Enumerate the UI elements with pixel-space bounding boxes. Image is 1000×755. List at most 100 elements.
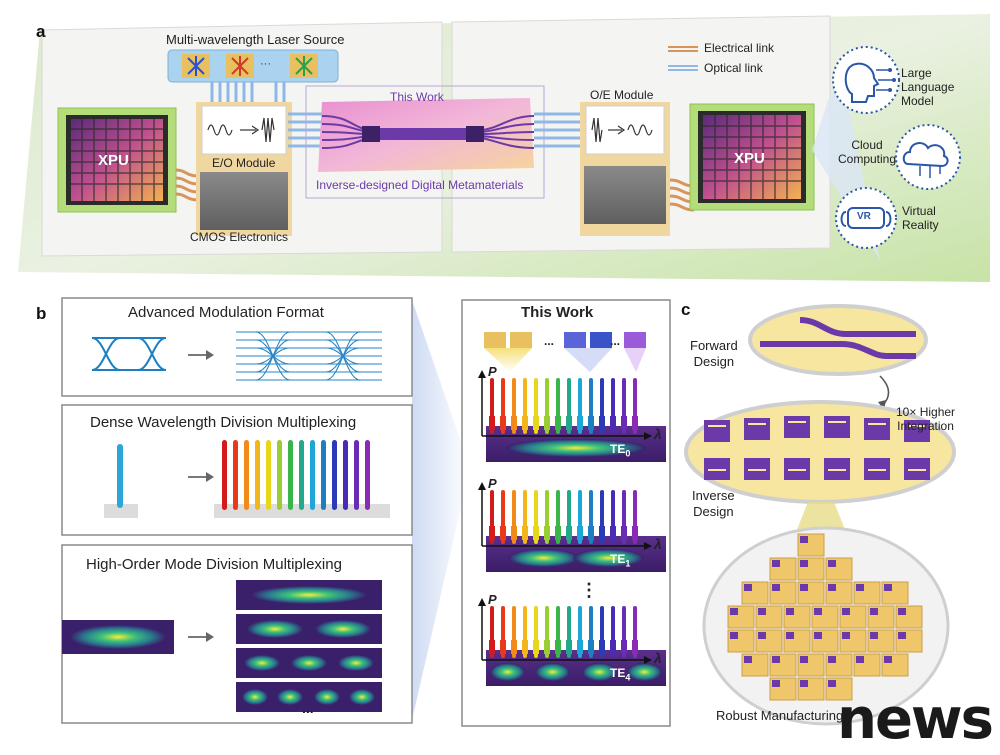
die-device: [842, 608, 850, 615]
optical-link-label: Optical link: [704, 61, 763, 75]
die-device: [730, 632, 738, 639]
simple-eye-diagram: [91, 337, 167, 371]
wavelength-channel-base: [544, 416, 550, 430]
modulation-arrow: [188, 350, 214, 360]
this-work-label-a: This Work: [390, 90, 444, 104]
oe-module-label: O/E Module: [590, 88, 654, 102]
head-circuit-icon: [832, 46, 900, 114]
wavelength-channel-base: [489, 416, 495, 430]
x-axis-arrowhead: [644, 656, 652, 664]
wafer: [702, 526, 950, 726]
mode-lobe: [535, 663, 571, 681]
wavelength-channel-base: [621, 416, 627, 430]
wavelength-channel-base: [522, 526, 528, 540]
eo-module-label: E/O Module: [212, 156, 276, 170]
panel-a: [18, 14, 990, 282]
wavelength-channel-base: [599, 416, 605, 430]
die-device: [814, 608, 822, 615]
wavelength-channel-base: [566, 526, 572, 540]
mdm-more: ...: [302, 700, 314, 716]
top-dots: ...: [544, 334, 555, 348]
x-axis-arrowhead: [644, 432, 652, 440]
single-wavelength-fiber: [104, 444, 138, 518]
eo-module: [196, 102, 292, 236]
dwdm-title: Dense Wavelength Division Multiplexing: [90, 414, 357, 431]
y-axis-arrowhead: [478, 482, 486, 490]
cloud-circuit-icon: [895, 124, 961, 190]
wavelength-channel-base: [566, 416, 572, 430]
die-device: [898, 608, 906, 615]
die-device: [828, 680, 836, 687]
laser-source: [167, 49, 339, 83]
die-device: [800, 656, 808, 663]
electrical-link-label: Electrical link: [704, 41, 775, 55]
die-device: [800, 584, 808, 591]
mode-lobe: [581, 663, 617, 681]
laser-dots: ···: [260, 58, 271, 70]
xpu-left: [57, 107, 177, 213]
wavelength-channel-base: [500, 640, 506, 654]
y-axis-arrowhead: [478, 598, 486, 606]
wavelength-channel-base: [533, 640, 539, 654]
forward-design-ellipse: [748, 304, 928, 376]
panel-a-letter: a: [36, 22, 46, 41]
mode-lobe: [626, 663, 662, 681]
die-device: [870, 632, 878, 639]
die-device: [730, 608, 738, 615]
wavelength-channel-base: [511, 416, 517, 430]
cmos-label: CMOS Electronics: [190, 230, 289, 244]
axis-p-label: P: [488, 364, 497, 379]
wavelength-channel-base: [599, 526, 605, 540]
wavelength-channel-base: [533, 416, 539, 430]
die-device: [786, 632, 794, 639]
wavelength-channel-base: [489, 640, 495, 654]
modulation-title: Advanced Modulation Format: [128, 304, 324, 321]
modes-vdots: ⋮: [580, 580, 598, 600]
wavelength-channel-base: [522, 640, 528, 654]
tw-sources: [484, 332, 646, 372]
vr-headset-icon: [835, 187, 897, 249]
wavelength-channel-base: [632, 416, 638, 430]
axis-lambda-label: λ: [654, 650, 662, 666]
optical-links-right: [534, 112, 586, 148]
single-mode-profile: [62, 620, 174, 654]
die-device: [828, 656, 836, 663]
inverse-design-ellipse: [684, 400, 956, 504]
die-device: [800, 536, 808, 543]
laser-source-label: Multi-wavelength Laser Source: [166, 32, 345, 47]
wavelength-channel-base: [555, 526, 561, 540]
mode-label: TE4: [610, 666, 631, 683]
xpu-right: [689, 103, 815, 211]
die-device: [772, 560, 780, 567]
wavelength-channel-base: [544, 526, 550, 540]
die-device: [898, 632, 906, 639]
wavelength-channel-base: [610, 416, 616, 430]
die-device: [800, 680, 808, 687]
metamaterials-label: Inverse-designed Digital Metamaterials: [316, 178, 524, 192]
wavelength-channel-base: [555, 416, 561, 430]
die-device: [856, 584, 864, 591]
wavelength-channel-base: [588, 640, 594, 654]
die-device: [828, 584, 836, 591]
axis-lambda-label: λ: [654, 536, 662, 552]
wavelength-channel-base: [588, 526, 594, 540]
die-device: [884, 656, 892, 663]
xpu-right-label: XPU: [734, 150, 765, 167]
metamaterial-chip: [305, 85, 545, 199]
axis-p-label: P: [488, 592, 497, 607]
wavelength-channel-base: [522, 416, 528, 430]
dwdm-arrow: [188, 472, 214, 482]
axis-p-label: P: [488, 476, 497, 491]
mdm-title: High-Order Mode Division Multiplexing: [86, 556, 342, 573]
die-device: [884, 584, 892, 591]
die-device: [758, 608, 766, 615]
die-device: [758, 632, 766, 639]
electrical-link-swatch: [668, 46, 698, 52]
mode-lobe: [508, 549, 579, 567]
